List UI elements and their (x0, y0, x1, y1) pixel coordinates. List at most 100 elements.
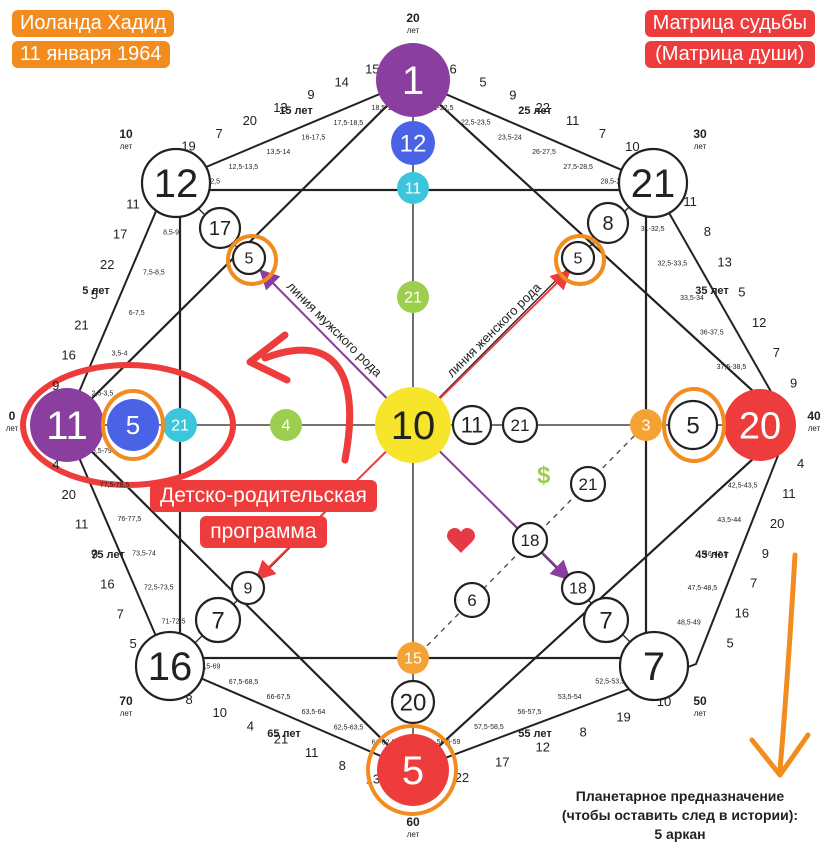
node-value: 11 (405, 181, 422, 198)
node-top-right-inner: 5 (560, 240, 596, 276)
ring-number: 5 (479, 74, 486, 89)
node-circle (30, 388, 104, 462)
ring-number: 5 (91, 287, 98, 302)
age-marker-label: 20 (406, 11, 420, 25)
inner-age-label: 55 лет (518, 728, 552, 740)
ring-number: 12 (535, 740, 549, 755)
ring-range: 57,5-58,5 (474, 724, 504, 731)
node-circle (397, 281, 429, 313)
node-value: 21 (171, 418, 189, 435)
node-center-right-1: 11 (451, 404, 493, 446)
ring-number: 11 (566, 113, 580, 128)
callout-line1: Детско-родительская (150, 480, 377, 512)
ring-range: 21-22,5 (430, 105, 454, 112)
ring-range: 73,5-74 (132, 550, 156, 557)
node-bottom-right-mid: 7 (582, 596, 630, 644)
ring-number: 9 (509, 87, 516, 102)
orange-highlight (366, 724, 458, 816)
age-marker-label: 30 (693, 127, 707, 141)
ring-number: 11 (683, 194, 697, 209)
node-top-outer: 1 (376, 43, 450, 117)
ring-number: 21 (74, 317, 88, 332)
ring-number: 14 (334, 74, 348, 89)
heart-icon (447, 528, 475, 553)
node-bottom-mid: 20 (390, 679, 436, 725)
node-value: 7 (643, 645, 665, 689)
node-circle (397, 642, 429, 674)
node-circle (376, 43, 450, 117)
ring-number: 20 (770, 516, 784, 531)
node-value: 15 (404, 651, 422, 668)
ring-number: 7 (216, 126, 223, 141)
node-value: 7 (599, 607, 612, 634)
age-marker-sub: лет (407, 830, 420, 839)
node-bottom-outer: 5 (377, 734, 449, 806)
highlight-oval (20, 362, 236, 488)
ring-range: 17,5-18,5 (334, 120, 364, 127)
purpose-line1: Планетарное предназначение (575, 788, 785, 804)
birth-date: 11 января 1964 (12, 41, 170, 68)
node-top-left-outer: 12 (140, 147, 212, 219)
ring-range: 66-67,5 (267, 694, 291, 701)
ring-number: 9 (762, 546, 769, 561)
ring-range: 27,5-28,5 (563, 164, 593, 171)
ring-number: 7 (599, 126, 606, 141)
purpose-line3: 5 аркан (654, 826, 706, 842)
orange-highlight (554, 234, 606, 286)
child-parent-callout: Детско-родительская программа (150, 480, 377, 552)
ring-range: 28,5-29 (600, 179, 624, 186)
ring-number: 20 (243, 113, 257, 128)
node-right-inner: 3 (630, 409, 662, 441)
ring-range: 36-37,5 (700, 330, 724, 337)
age-marker-label: 10 (119, 127, 133, 141)
ring-number: 13 (717, 254, 731, 269)
inner-age-label: 35 лет (695, 285, 729, 297)
node-circle (451, 404, 493, 446)
node-top-mid: 12 (391, 121, 435, 165)
ring-number: 4 (247, 718, 254, 733)
money-icon: $ (537, 462, 551, 489)
node-right-mid: 5 (667, 399, 719, 451)
ring-number: 11 (126, 196, 140, 211)
female-line-label: линия женского рода (444, 279, 545, 380)
ring-range: 22,5-23,5 (461, 120, 491, 127)
ring-range: 63,5-64 (302, 709, 326, 716)
ring-number: 20 (61, 487, 75, 502)
ring-number: 12 (752, 315, 766, 330)
node-value: 12 (400, 130, 427, 157)
node-value: 9 (244, 581, 253, 598)
node-value: 12 (154, 162, 199, 206)
ring-range: 42,5-43,5 (728, 483, 758, 490)
orange-arrow-head (749, 732, 811, 778)
planetary-purpose-note: Планетарное предназначение (чтобы остави… (535, 787, 825, 844)
node-circle (582, 596, 630, 644)
ring-number: 4 (797, 456, 804, 471)
ring-number: 11 (305, 745, 319, 760)
callout-line2: программа (200, 516, 327, 548)
ring-number: 11 (75, 517, 89, 532)
age-marker-sub: лет (120, 142, 133, 151)
ring-range: 26-27,5 (532, 149, 556, 156)
ring-number: 10 (625, 139, 639, 154)
node-circle (231, 240, 267, 276)
ring-range: 78,5-79 (88, 448, 112, 455)
orange-arrow (777, 552, 798, 773)
age-marker-sub: лет (120, 709, 133, 718)
ring-number: 4 (52, 457, 59, 472)
ring-number: 9 (52, 378, 59, 393)
node-left-mid: 5 (107, 399, 159, 451)
node-top-right-mid: 8 (586, 201, 630, 245)
ring-number: 8 (704, 224, 711, 239)
badge-line2: (Матрица души) (644, 41, 815, 68)
node-value: 6 (467, 591, 476, 610)
age-marker-sub: лет (808, 424, 821, 433)
ring-number: 22 (536, 100, 550, 115)
node-circle (560, 240, 596, 276)
ring-range: 61-62,5 (372, 739, 396, 746)
node-top-right-outer: 21 (617, 147, 689, 219)
ring-number: 8 (580, 724, 587, 739)
node-bottom-inner: 15 (397, 642, 429, 674)
node-circle (724, 389, 796, 461)
node-value: 21 (404, 290, 422, 307)
ring-range: 37,5-38,5 (717, 364, 747, 371)
